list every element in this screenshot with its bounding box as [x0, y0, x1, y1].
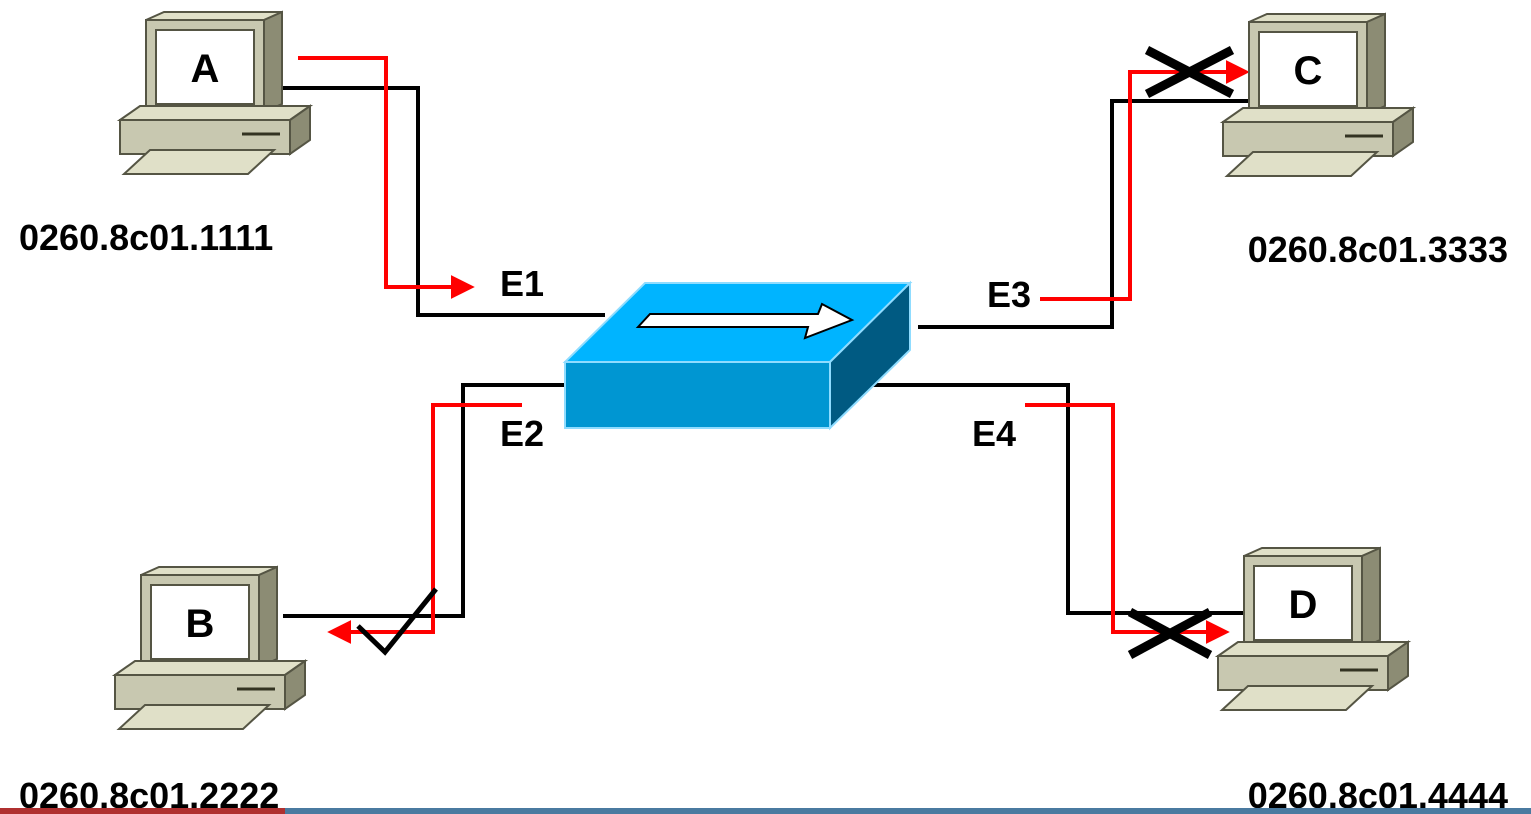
port-labels: E1 E2 E3 E4 [500, 263, 1031, 454]
frame-path-b [327, 403, 522, 644]
computer-icon: D [1214, 546, 1412, 711]
cable-a-e1 [283, 86, 605, 317]
switch-side-face [829, 280, 911, 431]
base-top [111, 660, 309, 676]
host-label-b: B [186, 602, 215, 646]
cables [283, 86, 1251, 618]
host-label-a: A [191, 47, 220, 91]
base-front [114, 674, 286, 710]
monitor-top [1248, 13, 1386, 23]
x-mark-icon [1144, 46, 1235, 98]
base-front [1217, 655, 1389, 691]
monitor-screen [150, 584, 250, 660]
monitor-top [1243, 547, 1381, 557]
port-label-e4: E4 [972, 413, 1016, 454]
footer-bar [0, 808, 1531, 814]
mac-address-d: 0260.8c01.4444 [1248, 775, 1508, 814]
switch-arrow-icon [635, 302, 855, 340]
host-label-d: D [1289, 583, 1318, 627]
check-mark-icon [356, 587, 438, 656]
mac-address-c: 0260.8c01.3333 [1248, 229, 1508, 270]
base-front [1222, 121, 1394, 157]
footer-stripe [285, 808, 1531, 814]
cable-d-e4 [870, 383, 1251, 615]
delivery-marks [356, 46, 1235, 659]
keyboard [1219, 685, 1375, 711]
computer-icon: A [116, 10, 314, 175]
monitor-screen [155, 29, 255, 105]
base-top [116, 105, 314, 121]
monitor-top [145, 11, 283, 21]
monitor-side [1361, 546, 1381, 650]
frame-path-a [298, 56, 475, 299]
mac-labels: 0260.8c01.1111 0260.8c01.2222 0260.8c01.… [19, 217, 1508, 814]
port-label-e1: E1 [500, 263, 544, 304]
switch-front-face [564, 361, 831, 429]
keyboard [121, 149, 277, 175]
frame-path-d [1025, 403, 1230, 644]
monitor-side [258, 565, 278, 669]
x-mark-icon [1127, 608, 1213, 659]
monitor-side [263, 10, 283, 114]
monitor-top [140, 566, 278, 576]
frame-path-c [1040, 60, 1250, 301]
hosts: A B C D [111, 10, 1417, 730]
monitor-screen [1258, 31, 1358, 107]
computer-icon: C [1219, 12, 1417, 177]
port-label-e3: E3 [987, 274, 1031, 315]
port-label-e2: E2 [500, 413, 544, 454]
base-front [119, 119, 291, 155]
monitor-screen [1253, 565, 1353, 641]
keyboard [116, 704, 272, 730]
keyboard [1224, 151, 1380, 177]
cable-b-e2 [283, 383, 568, 618]
mac-address-a: 0260.8c01.1111 [19, 217, 273, 258]
cable-c-e3 [918, 99, 1251, 329]
mac-address-b: 0260.8c01.2222 [19, 775, 279, 814]
footer-accent [0, 808, 285, 814]
monitor-side [1366, 12, 1386, 116]
base-top [1214, 641, 1412, 657]
computer-icon: B [111, 565, 309, 730]
base-top [1219, 107, 1417, 123]
host-label-c: C [1294, 49, 1323, 93]
switch-icon [562, 280, 913, 431]
